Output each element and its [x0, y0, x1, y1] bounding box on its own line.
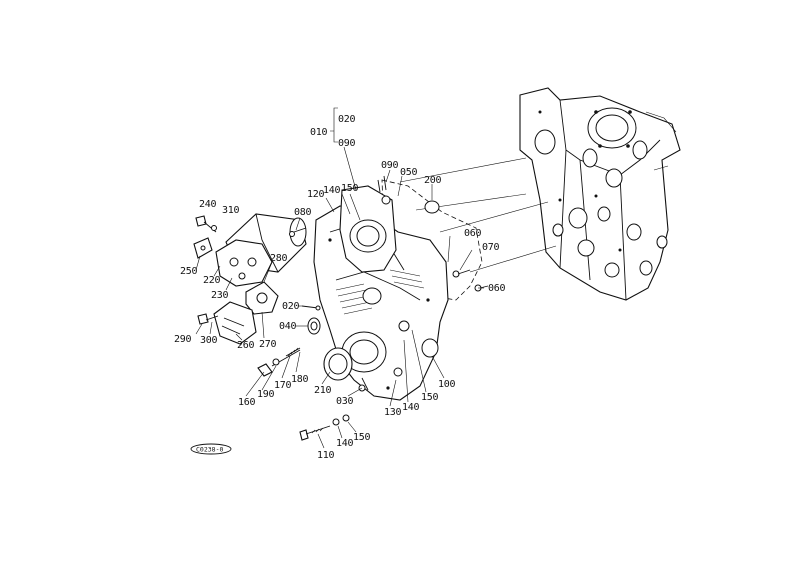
label-180: 180 — [291, 374, 308, 385]
label-220: 220 — [203, 275, 220, 286]
bolt-240 — [195, 215, 217, 233]
upper-cover — [339, 175, 397, 273]
label-150-mid: 150 — [421, 392, 438, 403]
small-plate — [193, 237, 213, 259]
label-300: 300 — [200, 335, 217, 346]
bolt-set-110 — [299, 414, 350, 441]
label-270: 270 — [259, 339, 276, 350]
leader-lines — [195, 107, 484, 449]
label-190: 190 — [257, 389, 274, 400]
figure-code-badge: C0238-0 — [190, 443, 232, 455]
label-170: 170 — [274, 380, 291, 391]
label-140-mid: 140 — [402, 402, 419, 413]
label-150-bottom: 150 — [353, 432, 370, 443]
label-150-top: 150 — [341, 183, 358, 194]
filter-bracket — [215, 239, 273, 287]
label-280: 280 — [270, 253, 287, 264]
label-080: 080 — [294, 207, 311, 218]
label-130: 130 — [384, 407, 401, 418]
label-010: 010 — [310, 127, 327, 138]
label-060-lower: 060 — [488, 283, 505, 294]
bolt-290 — [197, 313, 219, 325]
label-200: 200 — [424, 175, 441, 186]
label-030: 030 — [336, 396, 353, 407]
label-100: 100 — [438, 379, 455, 390]
label-140-top: 140 — [323, 185, 340, 196]
engine-block — [519, 87, 681, 301]
label-290: 290 — [174, 334, 191, 345]
label-240: 240 — [199, 199, 216, 210]
label-040: 040 — [279, 321, 296, 332]
pin-020 — [301, 305, 321, 311]
label-210: 210 — [314, 385, 331, 396]
housing-260 — [213, 301, 257, 345]
label-090: 090 — [381, 160, 398, 171]
bolt-set-160 — [257, 347, 301, 377]
part-labels: 010 020 090 090 050 200 120 140 150 080 … — [174, 114, 506, 461]
label-110: 110 — [317, 450, 334, 461]
label-160: 160 — [238, 397, 255, 408]
oil-seal-210 — [323, 347, 353, 381]
label-020-mid: 020 — [282, 301, 299, 312]
label-120: 120 — [307, 189, 324, 200]
label-070: 070 — [482, 242, 499, 253]
bolt-080 — [289, 227, 307, 237]
label-020-top: 020 — [338, 114, 355, 125]
label-060-upper: 060 — [464, 228, 481, 239]
o-ring — [424, 200, 440, 214]
label-230: 230 — [211, 290, 228, 301]
seal-040 — [307, 317, 321, 335]
label-090-top: 090 — [338, 138, 355, 149]
label-250: 250 — [180, 266, 197, 277]
figure-code: C0238-0 — [196, 446, 223, 454]
label-140-bottom: 140 — [336, 438, 353, 449]
label-260: 260 — [237, 340, 254, 351]
label-050: 050 — [400, 167, 417, 178]
label-310: 310 — [222, 205, 239, 216]
